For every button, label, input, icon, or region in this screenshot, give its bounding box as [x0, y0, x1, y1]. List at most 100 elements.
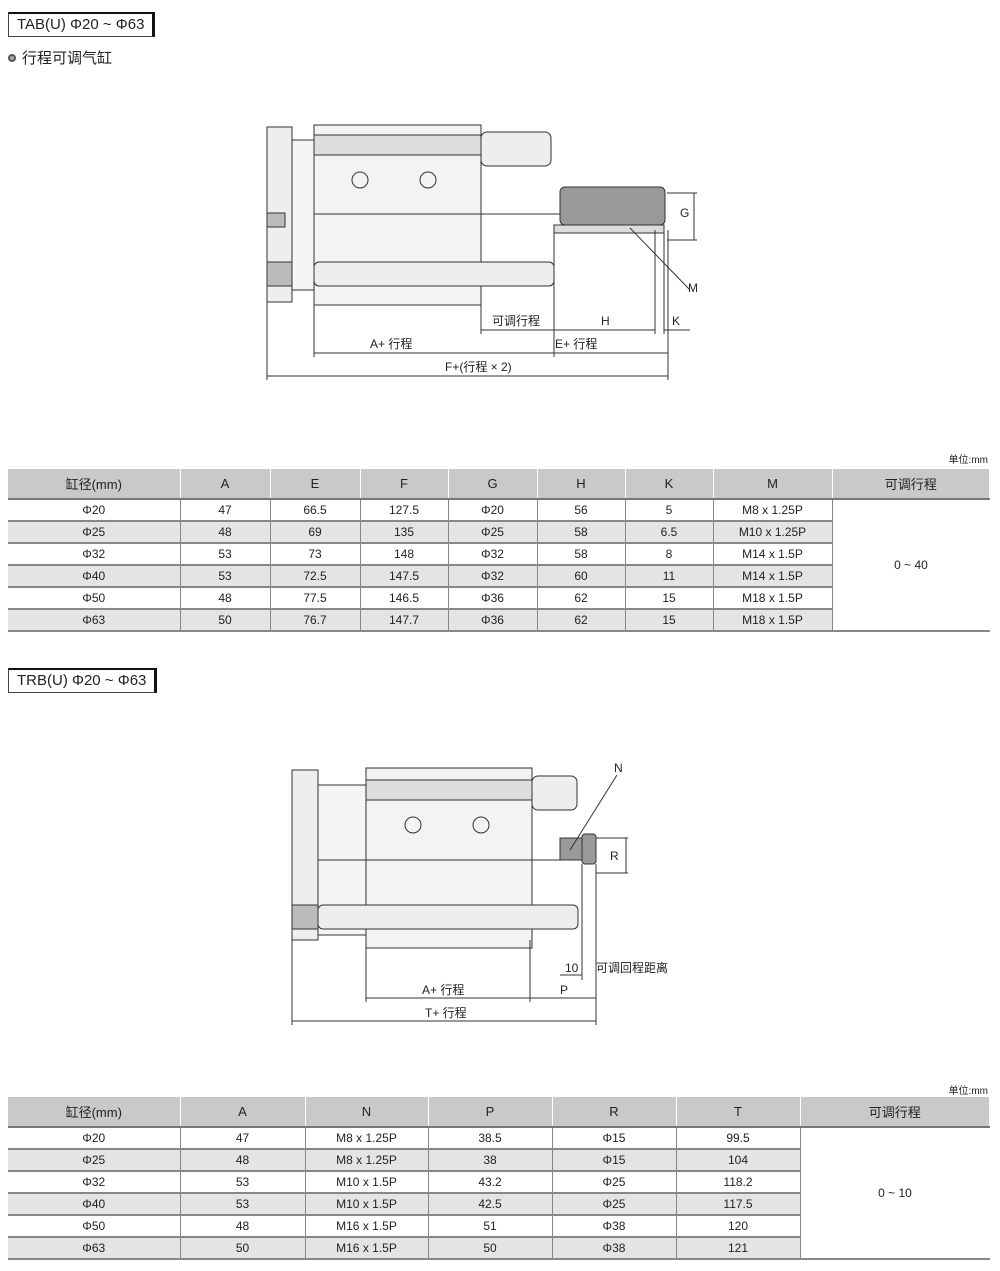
table-cell: Φ25	[552, 1193, 677, 1216]
table-cell: 42.5	[428, 1193, 553, 1216]
table-cell: 53	[180, 543, 271, 566]
column-header: F	[360, 469, 449, 500]
dim-label-a2: A+ 行程	[422, 982, 464, 997]
dim-label-e: E+ 行程	[555, 336, 597, 351]
table-cell: M16 x 1.5P	[305, 1215, 429, 1238]
dim-label-k: K	[672, 314, 680, 328]
table-cell: 104	[676, 1149, 801, 1172]
table-cell: Φ20	[8, 1127, 181, 1150]
column-header: 可调行程	[832, 469, 990, 500]
subtitle-text: 行程可调气缸	[22, 50, 113, 67]
table-cell: 60	[537, 565, 626, 588]
table-cell: M8 x 1.25P	[305, 1149, 429, 1172]
column-header: N	[305, 1097, 429, 1128]
table-cell: Φ38	[552, 1237, 677, 1260]
column-header: 缸径(mm)	[8, 469, 181, 500]
adjust-range-cell: 0 ~ 10	[800, 1127, 990, 1260]
dim-label-p: P	[560, 983, 568, 997]
table-cell: 47	[180, 499, 271, 522]
dim-label-10: 10	[565, 961, 579, 975]
table-cell: 38	[428, 1149, 553, 1172]
trb-cylinder-drawing: N R 10 可调回程距离 A+ 行程 P T+ 行程	[291, 761, 668, 1025]
table-cell: Φ15	[552, 1149, 677, 1172]
table-cell: 73	[270, 543, 361, 566]
table-cell: 47	[180, 1127, 306, 1150]
table-cell: Φ50	[8, 587, 181, 610]
table-cell: Φ40	[8, 565, 181, 588]
table-cell: 6.5	[625, 521, 714, 544]
column-header: T	[676, 1097, 801, 1128]
table-cell: Φ25	[8, 521, 181, 544]
table-cell: Φ38	[552, 1215, 677, 1238]
table-cell: 15	[625, 609, 714, 632]
table-cell: 58	[537, 521, 626, 544]
table-cell: 58	[537, 543, 626, 566]
table-cell: 66.5	[270, 499, 361, 522]
table-cell: 48	[180, 587, 271, 610]
table-cell: 121	[676, 1237, 801, 1260]
table-cell: 43.2	[428, 1171, 553, 1194]
unit-label: 单位:mm	[948, 455, 988, 466]
table-cell: 62	[537, 609, 626, 632]
table-cell: Φ20	[448, 499, 538, 522]
table-cell: M18 x 1.5P	[713, 587, 833, 610]
table-cell: M18 x 1.5P	[713, 609, 833, 632]
table-cell: M14 x 1.5P	[713, 565, 833, 588]
section-subtitle: 行程可调气缸	[8, 47, 112, 68]
table-cell: M10 x 1.5P	[305, 1171, 429, 1194]
column-header: E	[270, 469, 361, 500]
table-cell: 147.7	[360, 609, 449, 632]
table-cell: Φ20	[8, 499, 181, 522]
column-header: M	[713, 469, 833, 500]
table-cell: 56	[537, 499, 626, 522]
table-cell: 53	[180, 565, 271, 588]
table-cell: 48	[180, 1149, 306, 1172]
table-cell: 99.5	[676, 1127, 801, 1150]
table-cell: 135	[360, 521, 449, 544]
column-header: 缸径(mm)	[8, 1097, 181, 1128]
adjust-range-cell: 0 ~ 40	[832, 499, 990, 632]
dim-label-adjust: 可调行程	[492, 313, 540, 328]
table-cell: 53	[180, 1171, 306, 1194]
table-cell: 77.5	[270, 587, 361, 610]
table-cell: Φ63	[8, 609, 181, 632]
table-cell: 53	[180, 1193, 306, 1216]
unit-label-2: 单位:mm	[948, 1086, 988, 1097]
table-cell: M8 x 1.25P	[305, 1127, 429, 1150]
column-header: H	[537, 469, 626, 500]
dim-label-r: R	[610, 849, 619, 863]
table-cell: 50	[180, 609, 271, 632]
table-cell: Φ36	[448, 609, 538, 632]
dim-label-m: M	[688, 281, 698, 295]
column-header: A	[180, 1097, 306, 1128]
table-cell: 148	[360, 543, 449, 566]
column-header: K	[625, 469, 714, 500]
table-cell: 72.5	[270, 565, 361, 588]
bullet-icon	[8, 53, 16, 62]
table-cell: Φ25	[448, 521, 538, 544]
table-cell: 8	[625, 543, 714, 566]
table-cell: 76.7	[270, 609, 361, 632]
dim-label-h: H	[601, 314, 610, 328]
table-cell: 48	[180, 521, 271, 544]
table-cell: 69	[270, 521, 361, 544]
table-cell: 147.5	[360, 565, 449, 588]
table-cell: 118.2	[676, 1171, 801, 1194]
table-cell: 50	[180, 1237, 306, 1260]
table-cell: Φ15	[552, 1127, 677, 1150]
table-cell: 146.5	[360, 587, 449, 610]
table-cell: 5	[625, 499, 714, 522]
table-cell: 127.5	[360, 499, 449, 522]
table-cell: M14 x 1.5P	[713, 543, 833, 566]
column-header: G	[448, 469, 538, 500]
